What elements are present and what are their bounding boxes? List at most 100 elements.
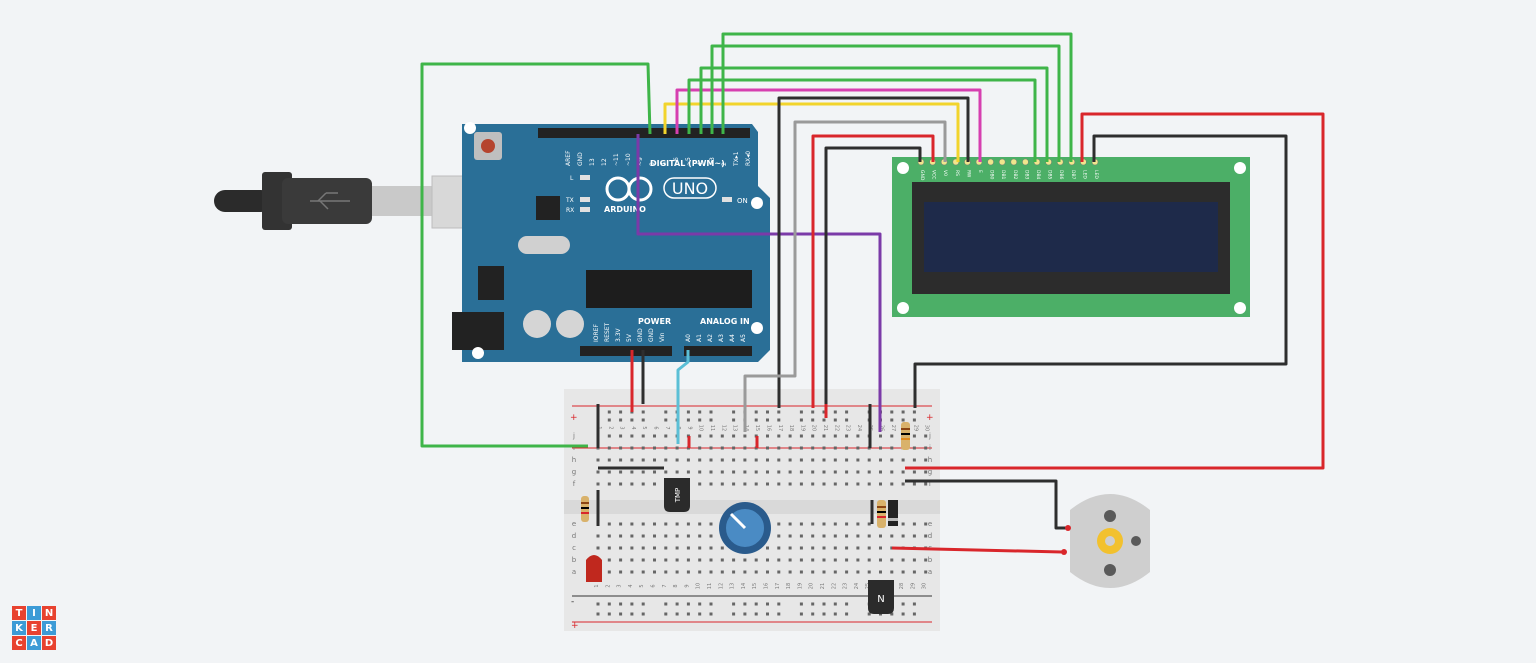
breadboard-hole[interactable] xyxy=(653,446,656,450)
breadboard-hole[interactable] xyxy=(641,534,645,538)
breadboard-hole[interactable] xyxy=(732,482,736,486)
breadboard-hole[interactable] xyxy=(743,570,747,574)
temperature-sensor[interactable]: TMP xyxy=(664,478,690,512)
breadboard-hole[interactable] xyxy=(630,458,634,462)
dc-motor[interactable] xyxy=(1061,494,1150,588)
breadboard-hole[interactable] xyxy=(777,558,781,562)
breadboard-hole[interactable] xyxy=(641,470,645,474)
breadboard-hole[interactable] xyxy=(630,446,634,450)
breadboard-hole[interactable] xyxy=(675,602,679,606)
breadboard-hole[interactable] xyxy=(698,558,702,562)
breadboard-hole[interactable] xyxy=(912,470,916,474)
breadboard-hole[interactable] xyxy=(732,612,736,616)
breadboard-hole[interactable] xyxy=(766,602,769,606)
breadboard-hole[interactable] xyxy=(675,534,679,538)
breadboard-hole[interactable] xyxy=(833,522,837,526)
lcd-pin[interactable] xyxy=(998,158,1006,166)
breadboard-hole[interactable] xyxy=(856,458,860,462)
breadboard-hole[interactable] xyxy=(754,482,758,486)
breadboard-hole[interactable] xyxy=(811,534,815,538)
breadboard-hole[interactable] xyxy=(799,410,803,414)
breadboard-hole[interactable] xyxy=(743,446,747,450)
breadboard-hole[interactable] xyxy=(924,482,928,486)
breadboard-hole[interactable] xyxy=(788,458,792,462)
breadboard-hole[interactable] xyxy=(686,410,690,414)
breadboard-hole[interactable] xyxy=(845,446,849,450)
breadboard-hole[interactable] xyxy=(879,570,882,574)
breadboard-hole[interactable] xyxy=(675,470,679,474)
breadboard-hole[interactable] xyxy=(607,570,611,574)
breadboard-hole[interactable] xyxy=(766,446,769,450)
npn-transistor[interactable]: N xyxy=(868,580,894,614)
breadboard-hole[interactable] xyxy=(901,558,905,562)
breadboard-hole[interactable] xyxy=(664,434,668,438)
breadboard-hole[interactable] xyxy=(720,446,724,450)
breadboard-hole[interactable] xyxy=(811,570,815,574)
breadboard-hole[interactable] xyxy=(619,522,623,526)
breadboard-hole[interactable] xyxy=(686,570,690,574)
breadboard-hole[interactable] xyxy=(799,446,803,450)
breadboard-hole[interactable] xyxy=(720,546,724,550)
breadboard-hole[interactable] xyxy=(890,612,894,616)
breadboard-hole[interactable] xyxy=(709,446,713,450)
breadboard-hole[interactable] xyxy=(686,534,690,538)
breadboard-hole[interactable] xyxy=(607,470,611,474)
breadboard-hole[interactable] xyxy=(619,570,623,574)
breadboard-hole[interactable] xyxy=(833,570,837,574)
breadboard-hole[interactable] xyxy=(845,546,849,550)
breadboard-hole[interactable] xyxy=(912,446,916,450)
breadboard-hole[interactable] xyxy=(754,602,758,606)
lcd-pin[interactable] xyxy=(987,158,994,166)
breadboard-hole[interactable] xyxy=(653,434,656,438)
breadboard-hole[interactable] xyxy=(641,522,645,526)
breadboard-hole[interactable] xyxy=(912,558,916,562)
breadboard-hole[interactable] xyxy=(653,482,656,486)
breadboard-hole[interactable] xyxy=(630,534,634,538)
breadboard-hole[interactable] xyxy=(732,458,736,462)
breadboard-hole[interactable] xyxy=(619,458,623,462)
breadboard-hole[interactable] xyxy=(607,482,611,486)
breadboard-hole[interactable] xyxy=(754,612,758,616)
breadboard-hole[interactable] xyxy=(709,570,713,574)
breadboard-hole[interactable] xyxy=(607,522,611,526)
breadboard-hole[interactable] xyxy=(833,612,837,616)
breadboard-hole[interactable] xyxy=(686,522,690,526)
breadboard-hole[interactable] xyxy=(664,612,668,616)
breadboard-hole[interactable] xyxy=(664,546,668,550)
breadboard-hole[interactable] xyxy=(720,458,724,462)
breadboard-hole[interactable] xyxy=(709,434,713,438)
breadboard-hole[interactable] xyxy=(607,546,611,550)
breadboard-hole[interactable] xyxy=(698,612,702,616)
breadboard-hole[interactable] xyxy=(901,602,905,606)
breadboard-hole[interactable] xyxy=(822,546,826,550)
breadboard-hole[interactable] xyxy=(754,458,758,462)
breadboard-hole[interactable] xyxy=(822,570,826,574)
breadboard-hole[interactable] xyxy=(856,482,860,486)
breadboard-hole[interactable] xyxy=(754,418,758,422)
breadboard-hole[interactable] xyxy=(788,534,792,538)
breadboard-hole[interactable] xyxy=(811,546,815,550)
breadboard-hole[interactable] xyxy=(879,458,882,462)
breadboard-hole[interactable] xyxy=(822,470,826,474)
breadboard-hole[interactable] xyxy=(686,470,690,474)
diode[interactable] xyxy=(888,500,898,526)
breadboard-hole[interactable] xyxy=(720,482,724,486)
breadboard-hole[interactable] xyxy=(619,434,623,438)
breadboard-hole[interactable] xyxy=(709,546,713,550)
breadboard-hole[interactable] xyxy=(799,534,803,538)
breadboard-hole[interactable] xyxy=(743,482,747,486)
breadboard-hole[interactable] xyxy=(924,446,928,450)
potentiometer[interactable] xyxy=(719,502,771,554)
breadboard-hole[interactable] xyxy=(675,446,679,450)
breadboard-hole[interactable] xyxy=(799,602,803,606)
breadboard-hole[interactable] xyxy=(890,446,894,450)
breadboard-hole[interactable] xyxy=(766,558,769,562)
breadboard-hole[interactable] xyxy=(698,470,702,474)
breadboard-hole[interactable] xyxy=(754,470,758,474)
breadboard-hole[interactable] xyxy=(698,458,702,462)
breadboard-hole[interactable] xyxy=(867,558,871,562)
breadboard-hole[interactable] xyxy=(890,470,894,474)
breadboard-hole[interactable] xyxy=(811,446,815,450)
breadboard-hole[interactable] xyxy=(686,558,690,562)
breadboard-hole[interactable] xyxy=(675,612,679,616)
